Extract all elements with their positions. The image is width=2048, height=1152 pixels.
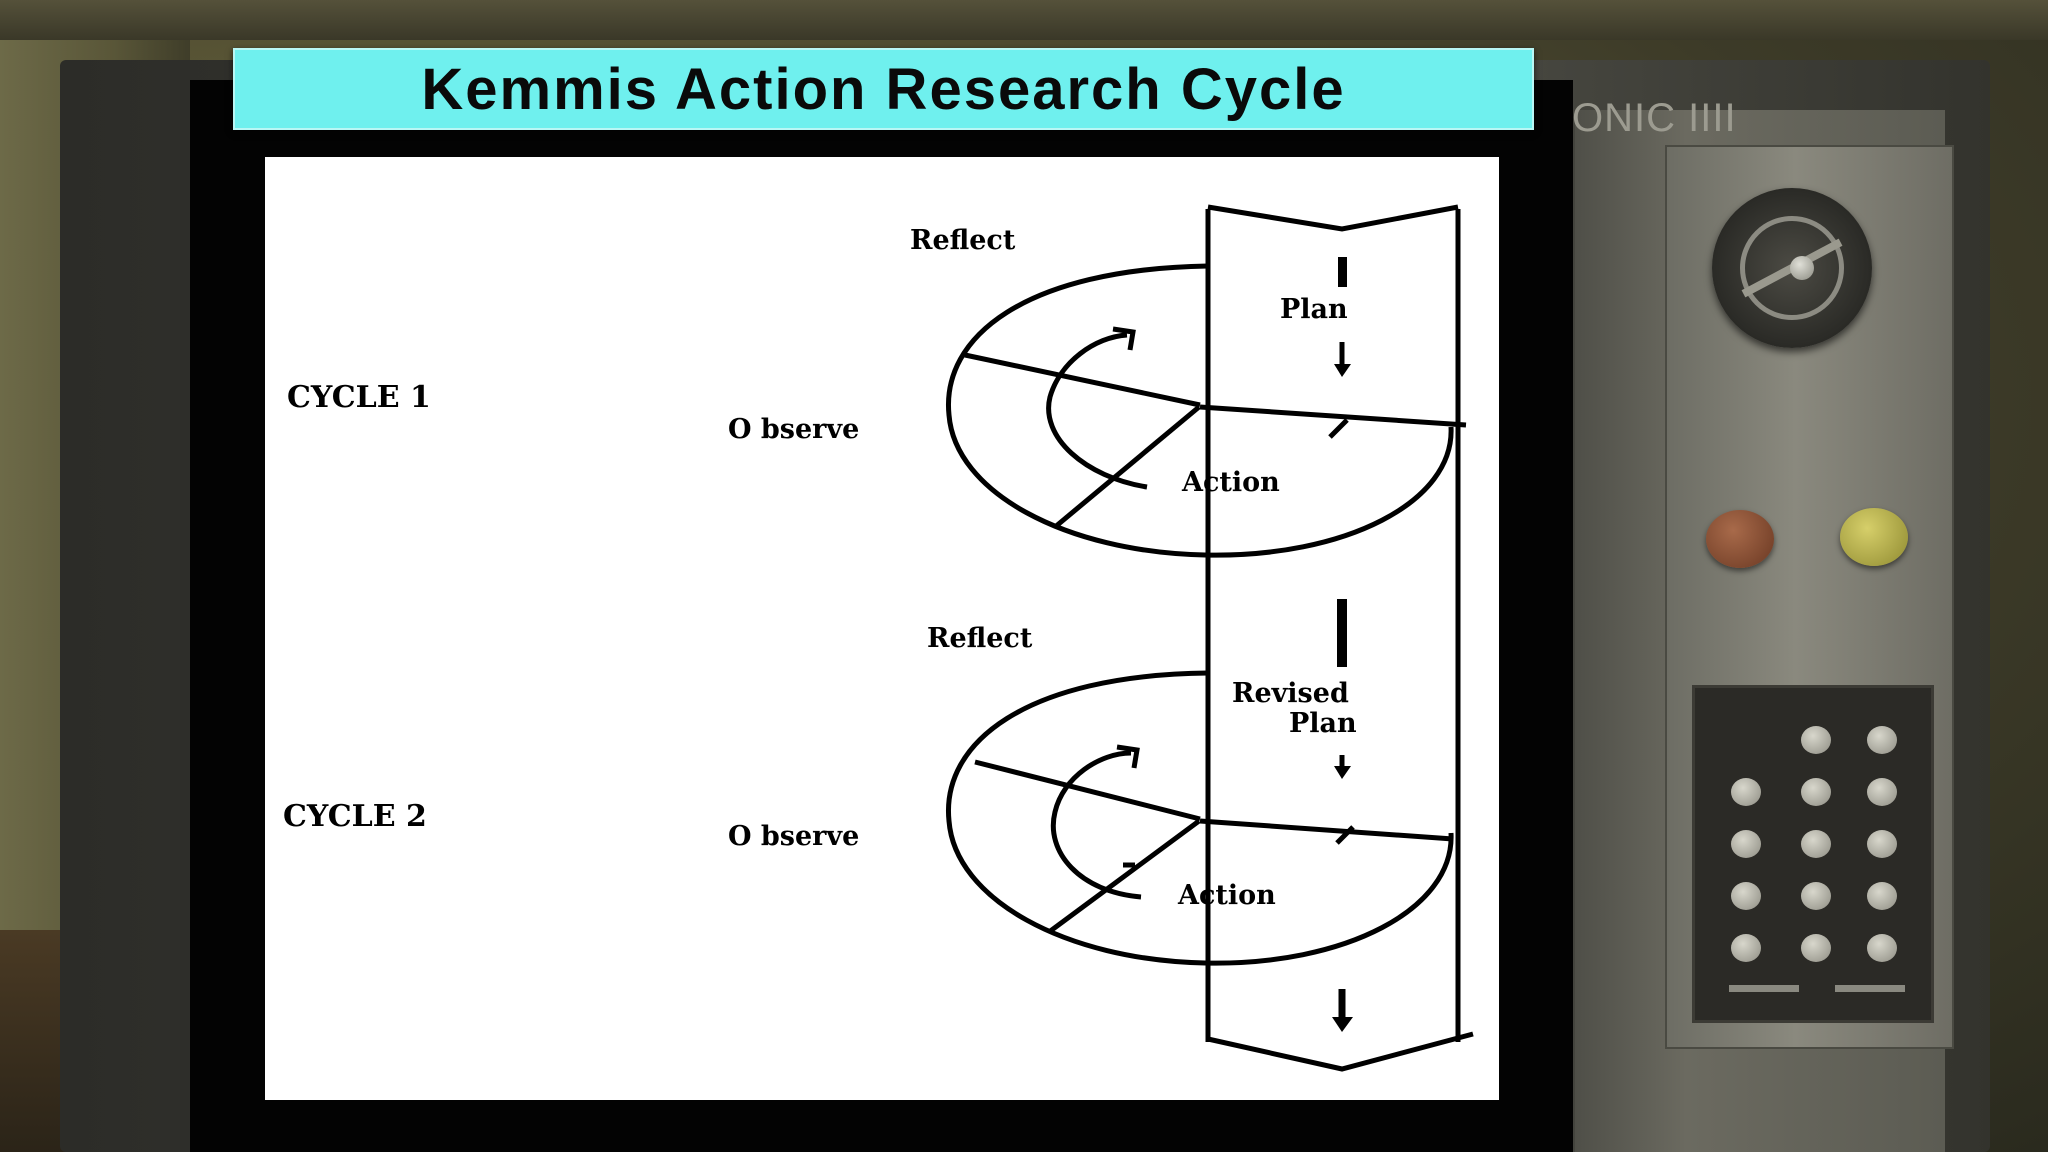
- cycle-2-divider-right: [1199, 818, 1454, 842]
- keypad-key[interactable]: [1867, 934, 1897, 962]
- cycle-2-ellipse: [945, 670, 1454, 966]
- cycle-2-divider-left: [974, 759, 1201, 822]
- keypad: [1692, 685, 1934, 1023]
- wall-top: [0, 0, 2048, 40]
- keypad-key[interactable]: [1731, 830, 1761, 858]
- keypad-key[interactable]: [1731, 882, 1761, 910]
- keypad-key[interactable]: [1801, 726, 1831, 754]
- tv-brand-logo: ONIC IIII: [1572, 96, 1737, 140]
- cycle-2-label: CYCLE 2: [283, 799, 427, 834]
- keypad-key[interactable]: [1801, 830, 1831, 858]
- cycle-2-reflect-label: Reflect: [927, 623, 1033, 654]
- cycle-2-plan-label-line1: Revised: [1232, 678, 1349, 709]
- cycle-2-observe-label: O bserve: [728, 821, 859, 852]
- flow-arrow: [1205, 204, 1474, 1072]
- bottom-down-arrow-head: [1332, 1017, 1353, 1032]
- dial-ring-icon: [1740, 216, 1844, 320]
- revised-plan-bar: [1337, 599, 1347, 667]
- cycle-1-plan-label: Plan: [1280, 294, 1348, 325]
- cycle-1-label: CYCLE 1: [287, 380, 431, 415]
- keypad-key[interactable]: [1867, 778, 1897, 806]
- title-banner: Kemmis Action Research Cycle: [233, 48, 1534, 130]
- cycle-1-rotation-arrow: [1046, 332, 1148, 490]
- keypad-key[interactable]: [1731, 934, 1761, 962]
- cycle-1-rotation-arrowhead: [1112, 326, 1136, 351]
- cycle-1-action-tick: [1328, 418, 1349, 439]
- plan-dash-top: [1338, 257, 1347, 287]
- cycle-1-reflect-label: Reflect: [910, 225, 1016, 256]
- red-button[interactable]: [1706, 510, 1774, 568]
- cycle-1-action-label: Action: [1181, 467, 1280, 498]
- cycle-2-action-label: Action: [1177, 880, 1276, 911]
- keypad-bar: [1729, 985, 1799, 992]
- keypad-key[interactable]: [1731, 778, 1761, 806]
- plan-down-arrow-head: [1334, 364, 1351, 377]
- keypad-bar: [1835, 985, 1905, 992]
- cycle-2-action-tick: [1335, 825, 1355, 845]
- cycle-1-divider-left: [964, 352, 1201, 408]
- keypad-key[interactable]: [1801, 934, 1831, 962]
- slide-canvas: CYCLE 1 Reflect Plan O bserve Action CYC…: [265, 157, 1499, 1100]
- dial-center-icon: [1790, 256, 1814, 280]
- cycle-1-observe-label: O bserve: [728, 414, 859, 445]
- flow-arrow-notch-top: [1207, 204, 1459, 232]
- keypad-key[interactable]: [1801, 778, 1831, 806]
- keypad-key[interactable]: [1867, 830, 1897, 858]
- keypad-key[interactable]: [1867, 726, 1897, 754]
- action-research-diagram: CYCLE 1 Reflect Plan O bserve Action CYC…: [283, 204, 1474, 1072]
- cycle-1-loop: [945, 263, 1467, 558]
- cycle-1-divider-right: [1199, 404, 1467, 428]
- cycle-2-rotation-arrowhead: [1116, 744, 1140, 769]
- cycle-2-plan-label-line2: Plan: [1289, 708, 1357, 739]
- flow-small-arrows: [1332, 257, 1353, 1032]
- yellow-button[interactable]: [1840, 508, 1908, 566]
- cycle-1-ellipse: [945, 263, 1454, 558]
- flow-arrow-head-bottom: [1207, 1031, 1474, 1072]
- keypad-key[interactable]: [1867, 882, 1897, 910]
- cycle-2-divider-diagonal: [1047, 818, 1201, 935]
- cycle-2-loop: [945, 670, 1454, 966]
- cycle-2-rotation-arrow: [1050, 750, 1142, 900]
- slide-title: Kemmis Action Research Cycle: [421, 56, 1346, 122]
- cycle-1-divider-diagonal: [1053, 405, 1201, 529]
- revised-plan-arrow-head: [1334, 766, 1351, 779]
- keypad-key[interactable]: [1801, 882, 1831, 910]
